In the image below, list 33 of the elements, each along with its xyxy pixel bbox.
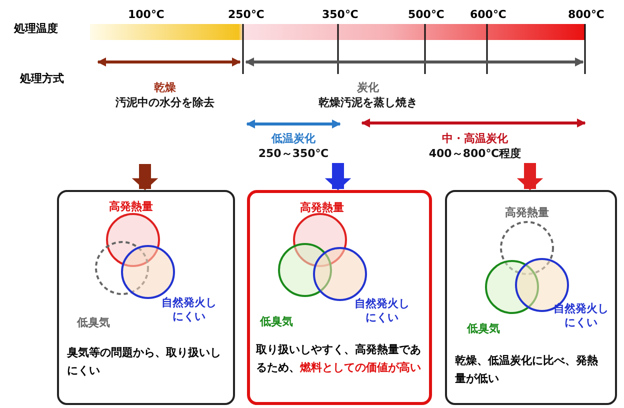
property-label: 高発熱量 — [108, 200, 154, 214]
method-label: 中・高温炭化 — [441, 131, 509, 146]
tick-label: 500℃ — [408, 8, 444, 22]
property-label: 低臭気 — [77, 316, 110, 330]
panel-box — [445, 190, 617, 405]
description-text: 臭気等の問題から、取り扱いしにくい — [67, 345, 222, 379]
property-label: 高発熱量 — [504, 206, 550, 220]
down-arrow — [516, 163, 544, 190]
axis-label: 処理方式 — [20, 72, 64, 86]
panel-box — [247, 190, 432, 405]
tick-label: 350℃ — [322, 8, 358, 22]
property-label: 低臭気 — [260, 315, 293, 329]
tick-label: 100℃ — [128, 8, 164, 22]
panel-box — [57, 190, 235, 405]
tick-label: 600℃ — [470, 8, 506, 22]
property-label: 自然発火しにくい — [354, 297, 410, 325]
description-text: 250～350℃ — [257, 146, 330, 161]
down-arrow — [132, 164, 158, 190]
method-label: 乾燥 — [153, 80, 177, 95]
description-text: 取り扱いしやすく、高発熱量であるため、燃料としての価値が高い — [256, 342, 421, 376]
tick-label: 800℃ — [568, 8, 604, 22]
axis-label: 処理温度 — [14, 22, 58, 36]
description-text: 乾燥、低温炭化に比べ、発熱量が低い — [455, 353, 599, 387]
property-label: 自然発火しにくい — [160, 296, 218, 324]
property-label: 高発熱量 — [299, 201, 345, 215]
description-text: 乾燥汚泥を蒸し焼き — [318, 95, 418, 110]
method-label: 炭化 — [356, 80, 380, 95]
description-text: 汚泥中の水分を除去 — [114, 95, 216, 110]
method-label: 低温炭化 — [270, 131, 316, 146]
description-text: 400～800℃程度 — [428, 146, 522, 161]
tick-label: 250℃ — [228, 8, 264, 22]
down-arrow — [324, 163, 352, 190]
property-label: 低臭気 — [467, 322, 500, 336]
